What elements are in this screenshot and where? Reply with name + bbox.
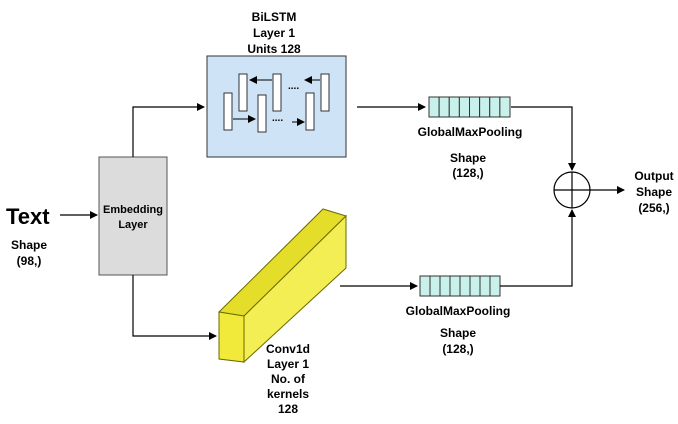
- pool-top-shape-value: (128,): [452, 166, 483, 180]
- bilstm-cell: [272, 73, 282, 112]
- pool-bottom-label: GlobalMaxPooling: [406, 304, 511, 318]
- input-title: Text: [6, 204, 50, 229]
- pooling-cell: [449, 275, 461, 297]
- pool-top-vector: [428, 96, 511, 118]
- pool-top-label: GlobalMaxPooling: [418, 125, 523, 139]
- pooling-cell: [459, 275, 471, 297]
- bilstm-cells: [223, 73, 330, 133]
- input-shape-value: (98,): [17, 254, 42, 268]
- conv1d-label-line2: Layer 1: [267, 357, 309, 371]
- pooling-cell: [469, 96, 481, 118]
- pooling-cell: [479, 275, 491, 297]
- pool-top-shape-label: Shape: [450, 151, 486, 165]
- pooling-cell: [489, 96, 501, 118]
- pooling-cell: [499, 96, 511, 118]
- pooling-cell: [429, 275, 441, 297]
- pooling-cell: [438, 96, 450, 118]
- pooling-cell: [469, 275, 481, 297]
- bilstm-cell: [257, 94, 267, 133]
- bilstm-dots-top: ....: [288, 81, 299, 92]
- conv1d-label-line3: No. of: [271, 372, 306, 386]
- embedding-label-line2: Layer: [118, 219, 148, 231]
- pooling-cell: [448, 96, 460, 118]
- pooling-cell: [419, 275, 431, 297]
- bilstm-title-line1: BiLSTM: [252, 10, 297, 24]
- conv1d-block: [217, 208, 347, 364]
- concat-plus-icon: [553, 171, 591, 209]
- pool-bottom-shape-label: Shape: [440, 326, 476, 340]
- bilstm-dots-bottom: ....: [272, 113, 283, 124]
- embedding-to-bilstm-connector: [132, 103, 205, 157]
- bilstm-title-line3: Units 128: [247, 42, 301, 56]
- bilstm-cell: [223, 92, 233, 131]
- input-shape-label: Shape: [11, 238, 47, 252]
- bilstm-title-line2: Layer 1: [253, 26, 295, 40]
- pooling-cell: [428, 96, 440, 118]
- pooling-cell: [489, 275, 501, 297]
- pool-bottom-shape-value: (128,): [442, 342, 473, 356]
- pooling-cell: [439, 275, 451, 297]
- conv1d-label-line4: kernels: [267, 387, 309, 401]
- embedding-layer-box: [98, 156, 168, 276]
- embedding-to-conv1d-connector: [132, 275, 217, 340]
- pool-top-to-concat-connector: [511, 106, 576, 171]
- embedding-label-line1: Embedding: [103, 204, 163, 216]
- conv1d-label-line1: Conv1d: [266, 342, 310, 356]
- pooling-cell: [479, 96, 491, 118]
- conv1d-front-face: [218, 311, 245, 363]
- output-label-line2: Shape: [636, 185, 672, 199]
- bilstm-cell: [305, 92, 315, 131]
- bilstm-cell: [320, 73, 330, 112]
- bilstm-cell: [238, 73, 248, 112]
- bilstm-arrows: [233, 76, 320, 126]
- pooling-cell: [458, 96, 470, 118]
- conv1d-label-line5: 128: [278, 402, 298, 416]
- pool-bottom-to-concat-connector: [500, 209, 576, 287]
- output-label-line1: Output: [634, 169, 673, 183]
- output-label-line3: (256,): [638, 201, 669, 215]
- pool-bottom-vector: [419, 275, 501, 297]
